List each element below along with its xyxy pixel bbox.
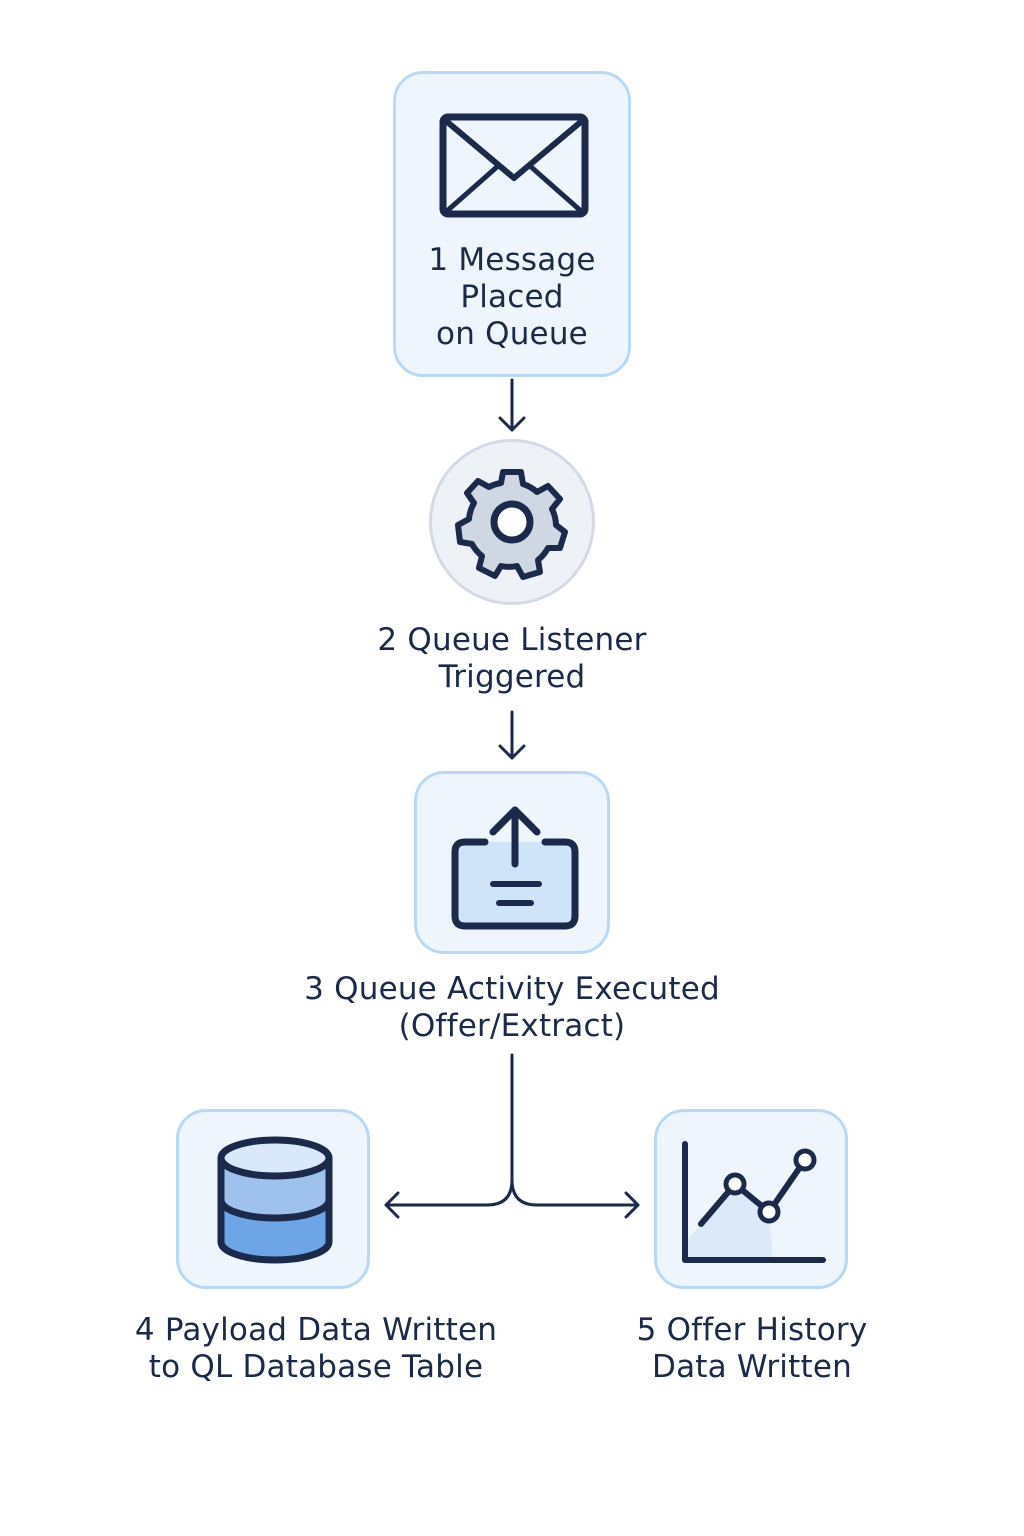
step-1-label: 1 Message Placed on Queue bbox=[428, 242, 596, 352]
upload-tray-icon bbox=[451, 806, 579, 930]
step-5-label: 5 Offer History Data Written bbox=[636, 1312, 868, 1385]
step-2-label: 2 Queue Listener Triggered bbox=[377, 622, 647, 695]
step-queue-listener-circle bbox=[429, 439, 595, 605]
step-offer-history-card bbox=[654, 1109, 848, 1289]
database-icon bbox=[217, 1136, 333, 1264]
gear-icon bbox=[455, 469, 568, 580]
step-4-label: 4 Payload Data Written to QL Database Ta… bbox=[134, 1312, 498, 1385]
step-payload-data-card bbox=[176, 1109, 370, 1289]
step-queue-activity-card bbox=[414, 771, 610, 954]
arrow-step2-to-step3 bbox=[498, 710, 526, 760]
line-chart-icon bbox=[682, 1141, 826, 1263]
arrow-step1-to-step2 bbox=[498, 378, 526, 432]
step-message-placed-card bbox=[393, 71, 631, 377]
envelope-icon bbox=[439, 113, 589, 218]
step-3-label: 3 Queue Activity Executed (Offer/Extract… bbox=[304, 971, 720, 1044]
branch-connector bbox=[384, 1053, 640, 1219]
